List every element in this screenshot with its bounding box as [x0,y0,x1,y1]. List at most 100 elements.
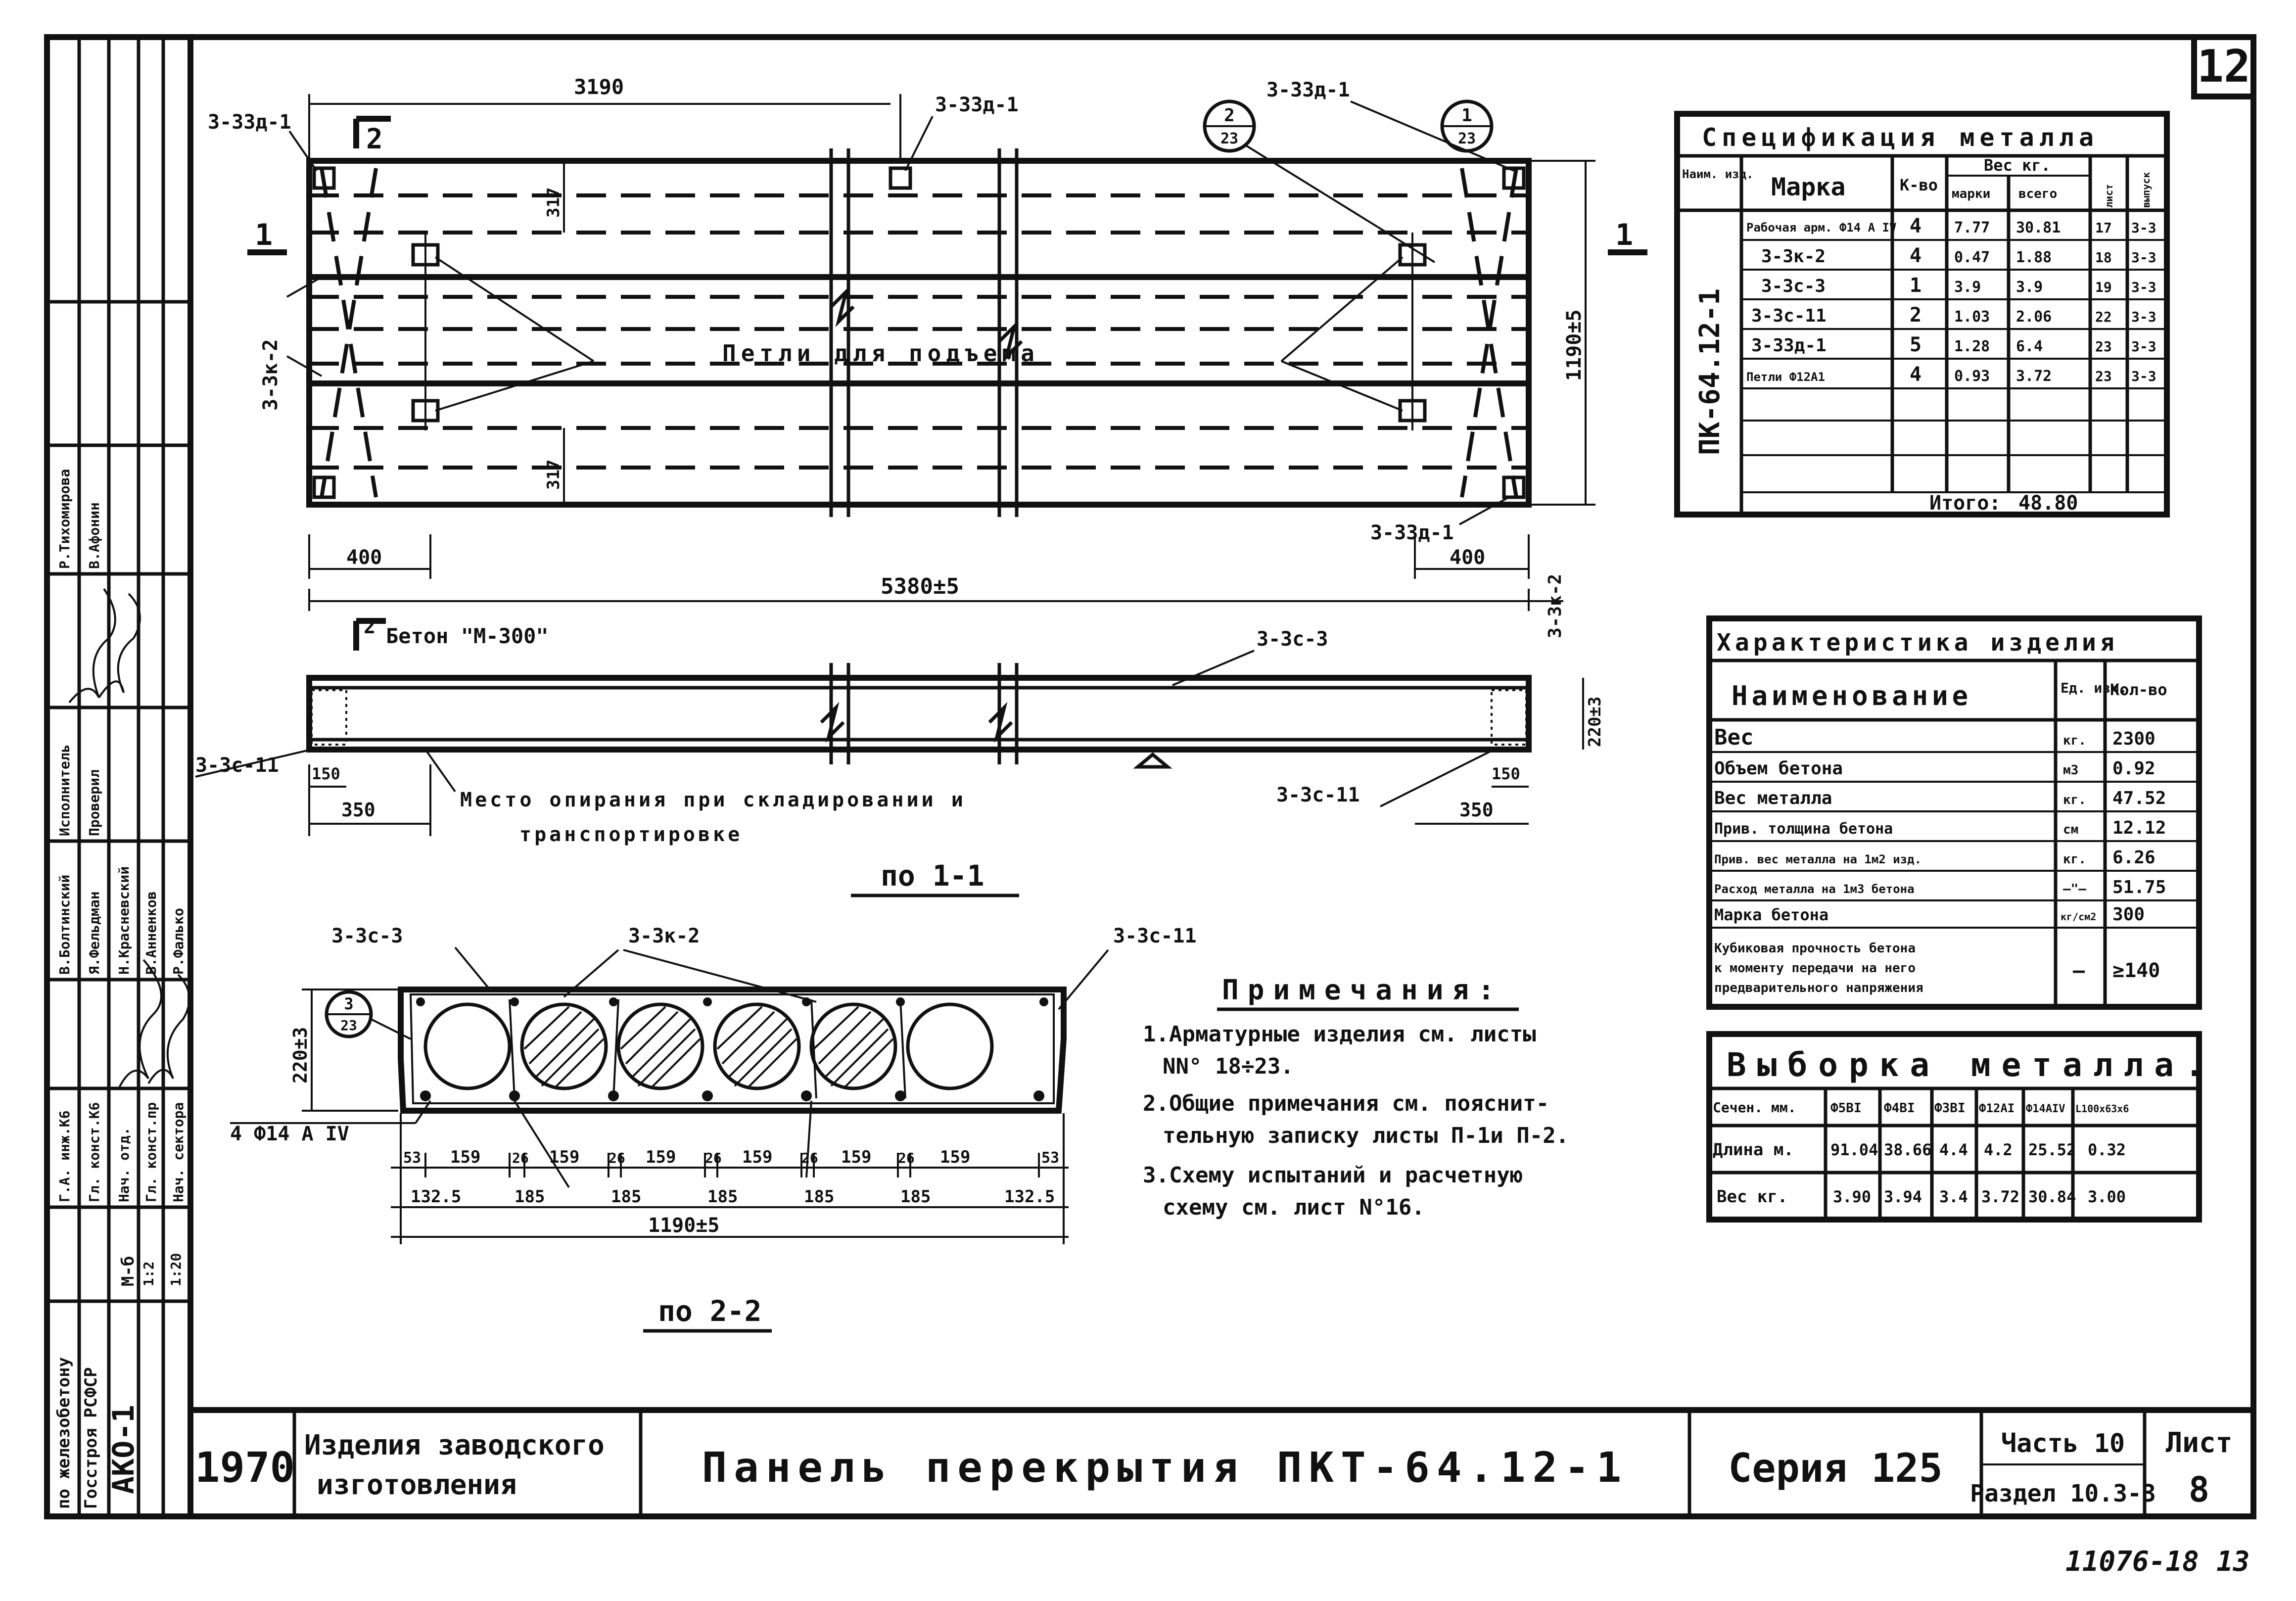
sel-r1-4: 25.52 [2028,1140,2076,1159]
selection-table: Выборка металла. Сечен. мм. Ф5ВI Ф4ВI Ф3… [1706,1031,2215,1223]
svg-text:4: 4 [1910,363,1921,386]
svg-text:3-3: 3-3 [2131,279,2156,295]
dim-400-right: 400 [1450,546,1485,569]
void-hatched [520,1002,608,1090]
svg-text:1: 1 [1461,105,1472,126]
svg-text:19: 19 [2095,279,2112,295]
svg-text:0.92: 0.92 [2112,758,2155,779]
svg-text:4: 4 [1910,215,1921,237]
dim-r2-6: 132.5 [1004,1187,1055,1207]
sel-r2-label: Вес кг. [1717,1187,1787,1207]
section-2-marker: 2 [364,615,375,638]
char-row-5: Расход металла на 1м3 бетона —"— 51.75 [1714,877,2166,897]
dim-r1-9: 159 [841,1147,871,1167]
spec-h-sheet: лист [2103,184,2115,208]
dim-r1-11: 159 [940,1147,970,1167]
note-line-2: 2.Общие примечания см. пояснит- [1143,1091,1549,1116]
dim-r1-2: 26 [512,1150,529,1166]
note-line-3: тельную записку листы П-1и П-2. [1163,1123,1569,1148]
mark-33d1-br: 3-33д-1 [1370,521,1454,544]
mark-33d1-tl: 3-33д-1 [208,111,291,134]
svg-text:23: 23 [340,1017,357,1034]
svg-text:3-3к-2: 3-3к-2 [1761,246,1826,267]
side-scale-2: 1:20 [168,1253,184,1286]
section-11-outline [306,675,1532,753]
note-line-1: NN° 18÷23. [1163,1054,1294,1079]
svg-text:1: 1 [1910,274,1921,297]
svg-text:Прив. толщина бетона: Прив. толщина бетона [1714,820,1893,838]
mark-3k2-right: 3-3к-2 [1545,574,1565,638]
dim-r1-4: 26 [609,1150,625,1166]
svg-text:3-3: 3-3 [2131,309,2156,325]
stamp-sheet-number: 8 [2189,1469,2209,1510]
char-h-unit: Ед. изм. [2061,680,2127,696]
svg-text:3-3: 3-3 [2131,368,2156,384]
stamp-sheet-label: Лист [2166,1427,2233,1459]
void [423,1002,512,1090]
void-hatched [809,1002,897,1090]
side-org-2: Госстроя РСФСР [81,1367,101,1509]
sel-r2-1: 3.94 [1884,1187,1922,1206]
dim-r2-2: 185 [611,1187,641,1207]
section-11-title: по 1-1 [881,859,984,893]
spec-h-weight: Вес кг. [1984,156,2051,175]
dim-r2-3: 185 [707,1187,738,1207]
section-1-right: 1 [1615,218,1633,252]
svg-text:—: — [2073,959,2085,982]
svg-text:Прив. вес металла на 1м2 изд.: Прив. вес металла на 1м2 изд. [1714,852,1921,866]
svg-text:1.88: 1.88 [2016,249,2052,266]
svg-text:22: 22 [2095,309,2112,325]
section-1-1: Бетон "М-300" 2 3-3с-3 3-3с-11 3-3с-11 2… [195,615,1605,897]
svg-text:30.81: 30.81 [2016,219,2061,236]
svg-text:Петли Ф12А1: Петли Ф12А1 [1746,370,1825,384]
sel-title: Выборка металла. [1727,1046,2215,1084]
sel-r2-2: 3.4 [1939,1187,1968,1206]
svg-text:Рабочая арм. Ф14 А IV: Рабочая арм. Ф14 А IV [1746,221,1896,235]
sel-h-5: Ф14АIV [2026,1103,2065,1115]
svg-text:4: 4 [1910,244,1921,267]
svg-text:18: 18 [2095,249,2112,266]
svg-text:кг.: кг. [2063,733,2086,748]
plan-view: Петли для подъема 3190 317 317 1190±5 40… [208,75,1647,638]
spec-row-5: Петли Ф12А1 4 0.93 3.72 23 3-3 [1746,363,2156,386]
plan-outline [306,158,1532,508]
dim-400-left: 400 [346,546,382,569]
side-role-0: Г.А. инж.К6 [56,1111,73,1202]
rebar-label: 4 Ф14 А IV [230,1123,349,1145]
sel-r2-4: 30.84 [2028,1187,2076,1206]
stamp-category-1: Изделия заводского [304,1429,605,1461]
note-line-4: 3.Схему испытаний и расчетную [1143,1163,1523,1188]
title-block: 1970 Изделия заводского изготовления Пан… [190,1407,2253,1516]
dim-r1-0: 53 [403,1149,421,1167]
dim-r2-1: 185 [515,1187,545,1207]
side-role-2: Нач. отд. [116,1127,132,1202]
dim-150-left: 150 [312,764,340,783]
sel-h-0: Сечен. мм. [1713,1099,1796,1116]
dim-350-left: 350 [341,799,375,821]
sel-h-2: Ф4ВI [1884,1101,1915,1116]
stamp-series: Серия 125 [1728,1445,1942,1491]
note-line-0: 1.Арматурные изделия см. листы [1143,1022,1536,1047]
svg-text:см: см [2063,822,2078,837]
support-note-2: транспортировке [519,823,743,846]
stamp-category-2: изготовления [317,1469,517,1501]
sel-r2-5: 3.00 [2088,1187,2126,1206]
dim-r1-3: 159 [549,1147,579,1167]
mark-3c11-22: 3-3с-11 [1113,925,1197,947]
svg-text:1.28: 1.28 [1954,338,1990,355]
signature-scribble-2 [147,974,190,1084]
svg-text:2: 2 [1224,105,1235,126]
svg-text:3: 3 [344,994,353,1013]
dim-150-right: 150 [1492,764,1520,783]
dim-220-11: 220±3 [1585,697,1605,747]
stamp-year: 1970 [195,1443,295,1492]
spec-row-2: 3-3с-3 1 3.9 3.9 19 3-3 [1761,274,2156,297]
signature-scribble-3 [68,588,116,704]
side-stamp: по железобетону Госстроя РСФСР АКО-1 М-б… [47,37,190,1516]
void [906,1002,994,1090]
side-role-4: Нач. сектора [170,1102,187,1202]
dim-r1-12: 53 [1041,1149,1059,1167]
svg-text:3-3: 3-3 [2131,220,2156,236]
mark-33d1-top: 3-33д-1 [935,94,1019,116]
svg-text:кг.: кг. [2063,793,2086,807]
